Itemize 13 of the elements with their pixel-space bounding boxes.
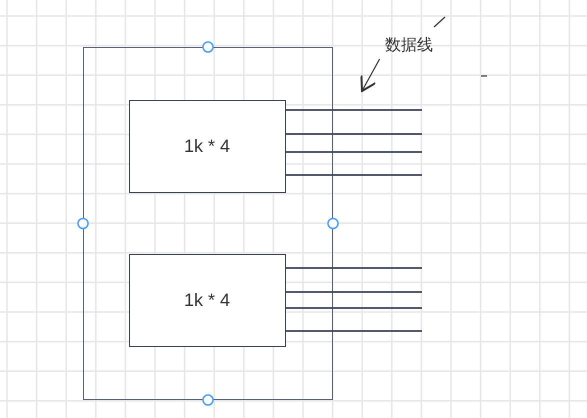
callout-label: 数据线 [374,33,444,59]
data-line [286,267,422,269]
chip-box: 1k * 4 [128,100,286,192]
data-line [286,133,422,135]
data-line [286,291,422,293]
data-line [286,307,422,309]
leader-arrow [360,58,380,92]
data-line [286,151,422,153]
frame-box [83,47,333,400]
data-line [286,174,422,176]
data-line [286,109,422,111]
data-line [286,330,422,332]
chip-box: 1k * 4 [128,254,286,346]
